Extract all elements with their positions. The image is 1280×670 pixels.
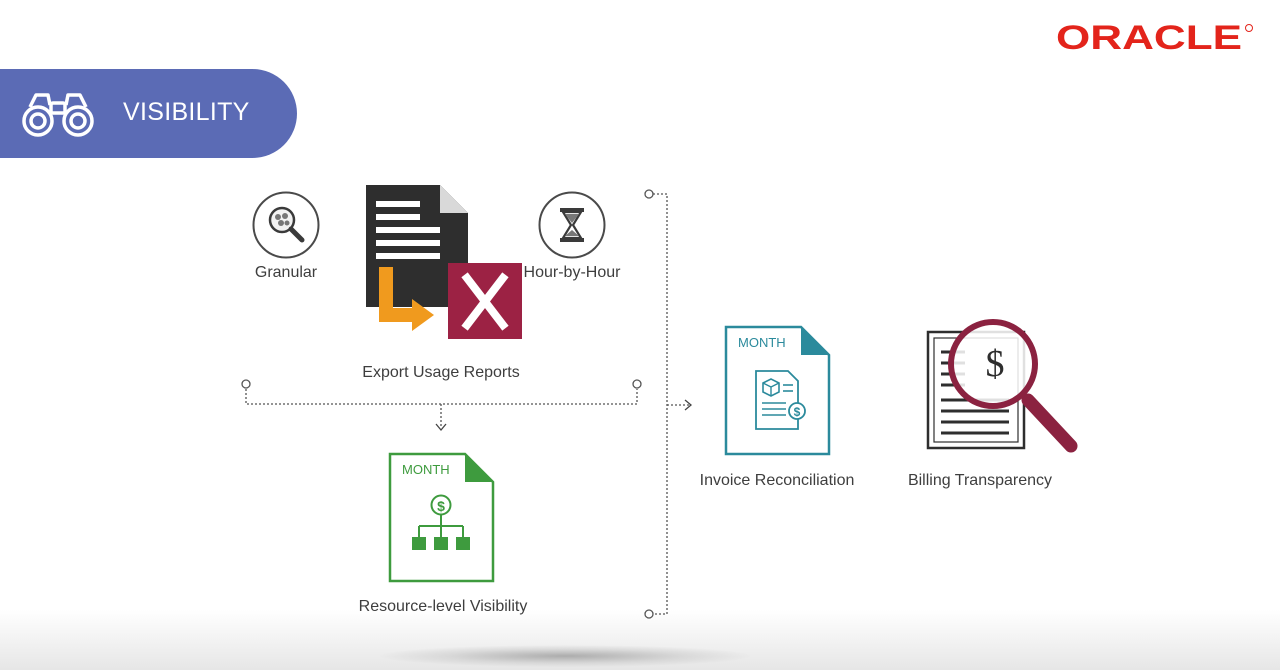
svg-text:ORACLE: ORACLE	[1056, 20, 1242, 54]
granular-label: Granular	[254, 264, 318, 281]
export-usage-reports-label: Export Usage Reports	[362, 364, 520, 381]
binoculars-icon	[22, 93, 94, 137]
month-tag: MONTH	[402, 462, 450, 477]
dollar-sign: $	[437, 498, 445, 514]
invoice-icon: MONTH $	[724, 325, 831, 456]
floor-shadow	[380, 645, 750, 667]
dollar-sign: $	[794, 405, 801, 419]
hourglass-icon	[538, 191, 606, 259]
resource-visibility-label: Resource-level Visibility	[358, 598, 528, 615]
magnifier-icon	[252, 191, 320, 259]
dollar-sign: $	[986, 343, 1005, 385]
billing-magnifier-icon: $	[926, 319, 1078, 453]
month-tag: MONTH	[738, 335, 786, 350]
hour-by-hour-label: Hour-by-Hour	[523, 264, 621, 281]
oracle-logo: ORACLE	[1056, 20, 1253, 54]
section-banner: VISIBILITY	[0, 69, 297, 158]
invoice-reconciliation-label: Invoice Reconciliation	[699, 472, 855, 489]
billing-transparency-label: Billing Transparency	[907, 472, 1053, 489]
resource-visibility-icon: MONTH $	[388, 452, 495, 583]
section-title: VISIBILITY	[123, 98, 250, 126]
spreadsheet-export-icon	[366, 185, 522, 339]
